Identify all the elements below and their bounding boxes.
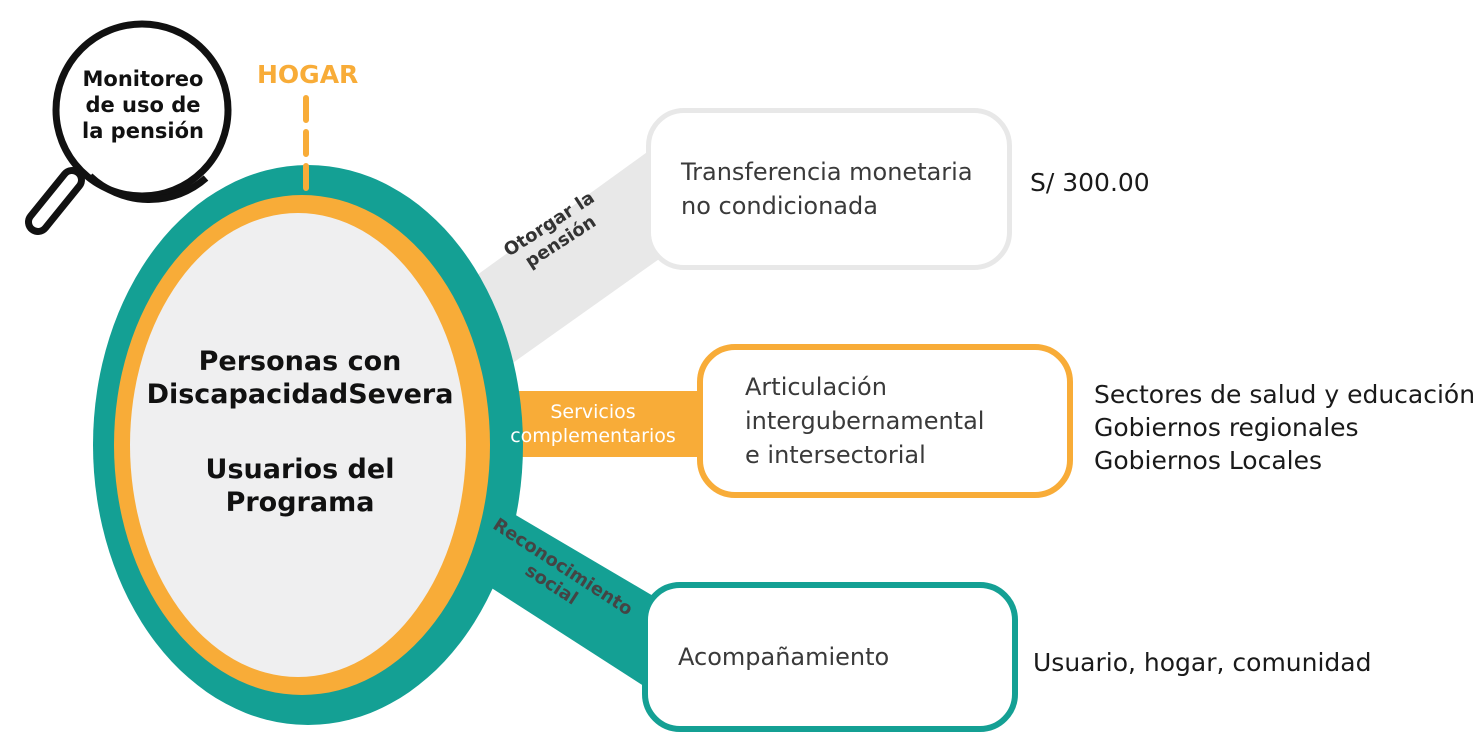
side-text-bottom: Usuario, hogar, comunidad	[1033, 648, 1372, 677]
box-acompanamiento: Acompañamiento	[642, 582, 1018, 732]
side-text-middle: Sectores de salud y educación Gobiernos …	[1094, 378, 1475, 477]
magnifier-icon	[25, 20, 232, 235]
box-text-line: no condicionada	[681, 192, 878, 220]
center-title-line: DiscapacidadSevera	[146, 379, 454, 410]
box-articulacion: Articulación intergubernamental e inters…	[697, 344, 1073, 498]
magnifier-label-line: de uso de	[85, 93, 201, 117]
side-text-line: Gobiernos regionales	[1094, 413, 1359, 442]
inner-circle	[130, 213, 466, 677]
magnifier-label-line: Monitoreo	[82, 67, 204, 91]
connector-label-line: Servicios	[550, 401, 636, 423]
box-text-line: intergubernamental	[745, 407, 985, 435]
hogar-label: HOGAR	[257, 60, 359, 89]
box-text-line: Acompañamiento	[678, 643, 890, 671]
center-subtitle-line: Usuarios del	[205, 454, 395, 485]
center-subtitle: Usuarios del Programa	[140, 453, 460, 519]
side-text-top: S/ 300.00	[1030, 168, 1150, 197]
magnifier-label: Monitoreo de uso de la pensión	[78, 66, 208, 144]
center-title: Personas con DiscapacidadSevera	[140, 345, 460, 411]
box-text-line: e intersectorial	[745, 441, 926, 469]
side-text-line: Sectores de salud y educación	[1094, 380, 1476, 409]
box-text-line: Transferencia monetaria	[681, 158, 973, 186]
connector-label-line: complementarios	[510, 425, 676, 447]
center-subtitle-line: Programa	[225, 487, 375, 518]
magnifier-label-line: la pensión	[82, 119, 204, 143]
box-transferencia: Transferencia monetaria no condicionada	[646, 108, 1012, 270]
side-text-line: Gobiernos Locales	[1094, 446, 1323, 475]
box-text-line: Articulación	[745, 373, 887, 401]
center-title-line: Personas con	[198, 346, 402, 377]
connector-label-middle: Servicios complementarios	[488, 400, 698, 448]
